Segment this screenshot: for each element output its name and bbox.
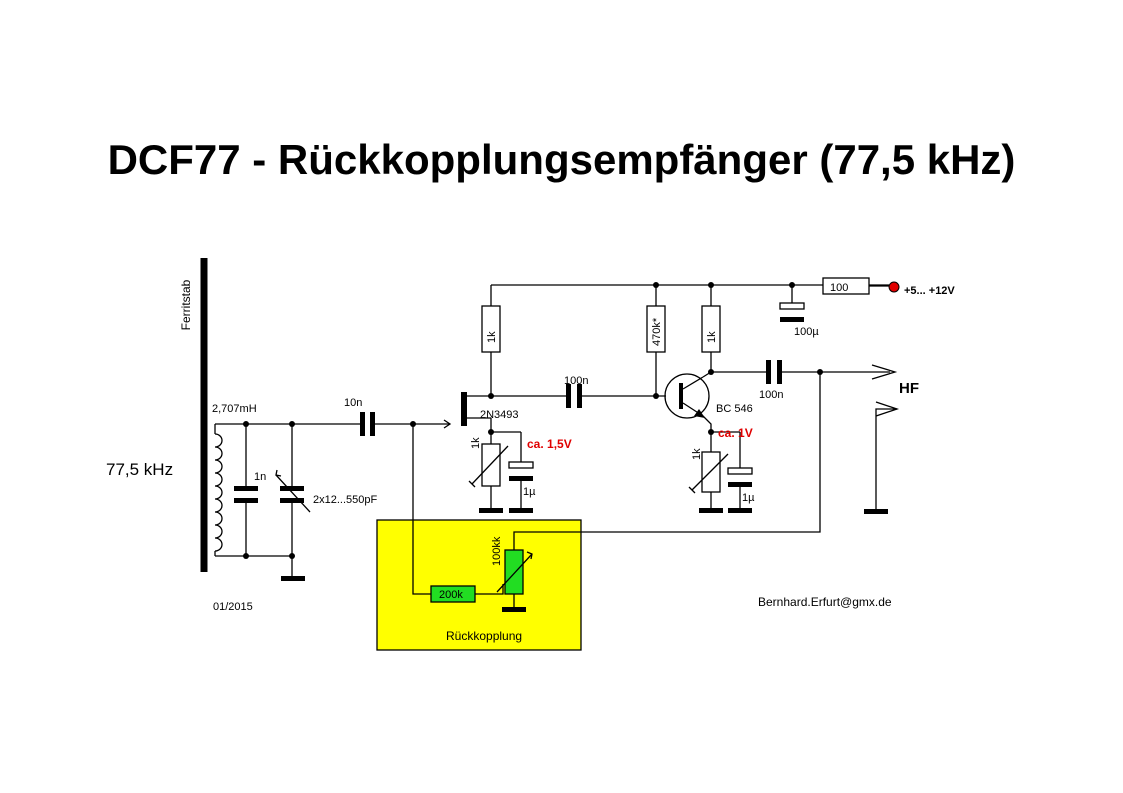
- label-date: 01/2015: [213, 601, 253, 613]
- capacitor-1n: [234, 486, 258, 503]
- capacitor-1u-b: [727, 432, 753, 513]
- label-inductance: 2,707mH: [212, 403, 257, 415]
- capacitor-100n-b: [711, 360, 898, 384]
- supply-terminal-icon: [888, 281, 900, 293]
- label-cap-variable: 2x12...550pF: [313, 494, 377, 506]
- label-r-1k-source: 1k: [470, 437, 482, 449]
- capacitor-10n: [360, 412, 452, 436]
- label-voltage-1: ca. 1,5V: [527, 437, 572, 451]
- capacitor-variable: [275, 469, 311, 513]
- resistor-1k-collector: [701, 285, 721, 375]
- transistor-bc546: [664, 371, 740, 452]
- label-r-1k-collector: 1k: [706, 331, 718, 343]
- ground-tank: [281, 576, 305, 581]
- label-supply: +5... +12V: [904, 285, 955, 297]
- label-r-470k: 470k*: [651, 317, 663, 346]
- label-voltage-2: ca. 1V: [718, 426, 753, 440]
- feedback-box: [376, 519, 582, 651]
- label-cap-100n-a: 100n: [564, 375, 588, 387]
- tank-wiring: [215, 421, 365, 578]
- label-cap-10n: 10n: [344, 397, 362, 409]
- label-email: Bernhard.Erfurt@gmx.de: [758, 595, 892, 609]
- label-cap-100u: 100µ: [794, 326, 819, 338]
- label-pot-100k: 100kk: [491, 536, 503, 566]
- label-transistor-1: 2N3493: [480, 409, 519, 421]
- page-title: DCF77 - Rückkopplungsempfänger (77,5 kHz…: [107, 136, 1016, 183]
- label-r-1k-drain: 1k: [486, 331, 498, 343]
- label-cap-100n-b: 100n: [759, 389, 783, 401]
- label-cap-1u-b: 1µ: [742, 492, 755, 504]
- label-cap-1n: 1n: [254, 471, 266, 483]
- label-frequency: 77,5 kHz: [106, 460, 173, 479]
- label-r-200k: 200k: [439, 589, 463, 601]
- output-ground: [864, 401, 900, 514]
- label-transistor-2: BC 546: [716, 403, 753, 415]
- label-feedback: Rückkopplung: [446, 629, 522, 643]
- label-r-1k-emitter: 1k: [691, 448, 703, 460]
- capacitor-100n-a: [566, 384, 666, 408]
- label-output: HF: [899, 380, 919, 397]
- resistor-1k-emitter: [688, 451, 729, 513]
- label-cap-1u-a: 1µ: [523, 486, 536, 498]
- capacitor-100u: [779, 285, 805, 322]
- coil-inductor: [214, 424, 223, 556]
- feedback-wiring: [412, 372, 821, 612]
- label-ferritstab: Ferritstab: [179, 279, 193, 330]
- resistor-1k-source: [468, 429, 522, 513]
- label-r-100: 100: [830, 282, 848, 294]
- resistor-1k-drain: [481, 305, 501, 353]
- resistor-470k: [646, 285, 666, 396]
- capacitor-1u-a: [508, 461, 534, 513]
